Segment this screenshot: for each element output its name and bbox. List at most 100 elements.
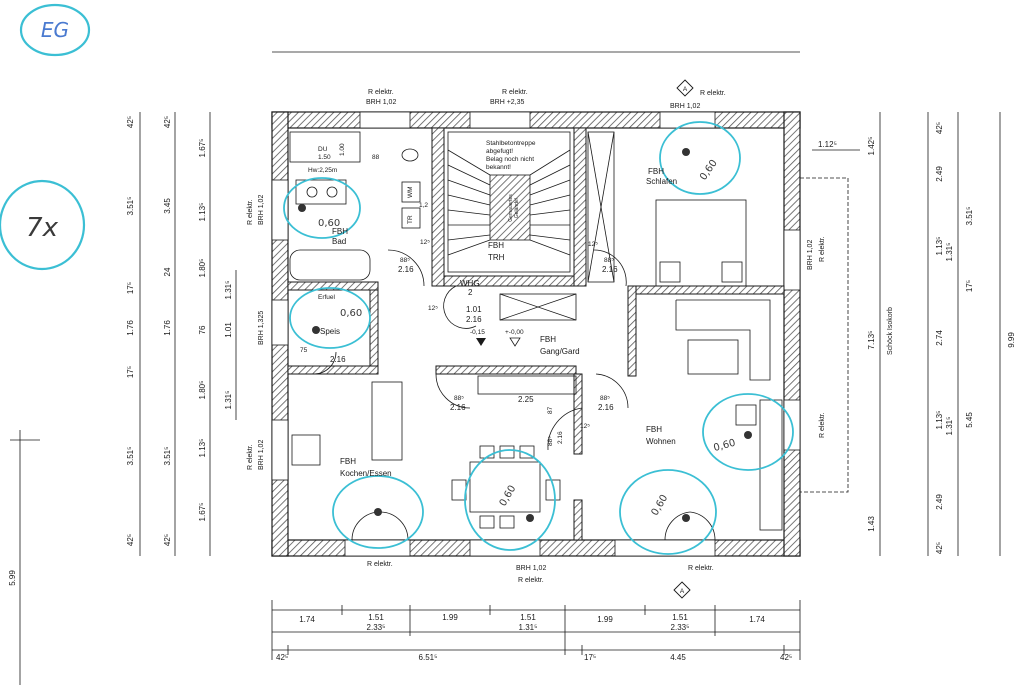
dim-left-total: 5.99: [8, 570, 17, 586]
dim-b1-3: 1.51: [520, 613, 536, 622]
dim-lb-3: 1.76: [163, 320, 172, 336]
bad-door-12: 12⁵: [420, 239, 430, 246]
dim-lc-3: 76: [198, 325, 207, 334]
left-dimensions: [10, 112, 237, 685]
dim-rb-2: 1.13⁵: [935, 237, 944, 256]
heating-circles: [283, 121, 794, 555]
dim-lb-0: 42⁵: [163, 116, 172, 128]
whg-door-h: 2.16: [466, 315, 482, 324]
room-whg-label: WHG: [460, 279, 480, 288]
room-wohnen-fbh: FBH: [646, 425, 662, 434]
room-wohnen-name: Wohnen: [646, 437, 676, 446]
svg-text:A: A: [680, 588, 685, 595]
elektr-left-kochen-2: BRH 1,02: [258, 440, 265, 470]
dim-la-5: 3.51⁵: [126, 447, 135, 466]
bad-door-h: 2.16: [398, 265, 414, 274]
multiplier-marker: 7x: [0, 179, 86, 271]
dim-b1-0: 1.74: [299, 615, 315, 624]
room-gang-fbh: FBH: [540, 335, 556, 344]
room-trh-fbh: FBH: [488, 241, 504, 250]
dim-lb-4: 3.51⁵: [163, 447, 172, 466]
schlafen-door-w: 88⁵: [604, 257, 614, 264]
dim-la-4: 17⁵: [126, 366, 135, 378]
dim-lc-1: 1.13⁵: [198, 203, 207, 222]
dim-rb-6: 1.31⁵: [945, 417, 954, 436]
dim-lc-5: 1.13⁵: [198, 439, 207, 458]
dim-rb-4: 2.74: [935, 330, 944, 346]
dim-la-3: 1.76: [126, 320, 135, 336]
bathroom-fixtures: [289, 131, 421, 281]
dim-lc-6: 1.67⁵: [198, 503, 207, 522]
erfuel-label: Erfuel: [318, 294, 336, 301]
room-kochen-fbh: FBH: [340, 457, 356, 466]
dim-rb-7: 2.49: [935, 494, 944, 510]
elektr-right-schlafen-2: R elektr.: [819, 236, 826, 262]
room-bad-name: Bad: [332, 237, 346, 246]
dim-lc-2: 1.80⁵: [198, 259, 207, 278]
dim-la-0: 42⁵: [126, 116, 135, 128]
stair-inner-2: Gelände!: [514, 198, 520, 218]
room-trh-name: TRH: [488, 253, 505, 262]
room-bad-fbh: FBH: [332, 227, 348, 236]
elektr-top-right-1: R elektr.: [700, 90, 726, 97]
stair: [447, 131, 571, 273]
dim-lc-4: 1.80⁵: [198, 381, 207, 400]
handwritten-speis: 0,60: [340, 308, 362, 319]
dim-b3-1: 6.51⁵: [419, 653, 438, 662]
dim-b3-3: 4.45: [670, 653, 686, 662]
dim-right-total: 9.99: [1007, 332, 1016, 348]
wm-label: WM: [407, 186, 414, 198]
speis-door-w: 75: [300, 347, 308, 354]
dim-b3-0: 42⁵: [276, 653, 288, 662]
kochen-door-w: 88⁵: [454, 395, 464, 402]
exterior-walls: [271, 111, 801, 557]
dim-b2-1: 1.31⁵: [519, 623, 538, 632]
door-swings: [313, 249, 716, 541]
whg-door-12: 12⁵: [428, 305, 438, 312]
dim-rb-3: 1.31⁵: [945, 243, 954, 262]
schlafen-door-h: 2.16: [602, 265, 618, 274]
level-whg: -0,15: [470, 329, 485, 336]
handwritten-wohnen-bottom: 0,60: [650, 493, 671, 518]
room-schlafen-name: Schlafen: [646, 177, 677, 186]
small-door-87: 87: [547, 406, 554, 414]
level-marker-gang: [509, 337, 521, 347]
dim-b1-5: 1.51: [672, 613, 688, 622]
level-marker-whg: [476, 338, 486, 346]
elektr-right-wohnen: R elektr.: [819, 412, 826, 438]
room-speis-name: Speis: [320, 327, 340, 336]
floor-tag-text: EG: [41, 18, 69, 42]
dim-lb-1: 3.45: [163, 198, 172, 214]
dim-b1-2: 1.99: [442, 613, 458, 622]
gard-width: 2.25: [518, 395, 534, 404]
right-dimensions: [812, 112, 1001, 556]
dim-b1-6: 1.74: [749, 615, 765, 624]
dim-rb-8: 42⁵: [935, 542, 944, 554]
dim-b2-2: 2.33⁵: [671, 623, 690, 632]
bad-width: 88: [372, 154, 380, 161]
dim-ld-0: 1.31⁵: [224, 281, 233, 300]
room-schlafen-fbh: FBH: [648, 167, 664, 176]
schlafen-door-12: 12⁵: [588, 241, 598, 248]
stair-note-2: abgefugt!: [486, 148, 513, 155]
wohnen-door-h: 2.16: [598, 403, 614, 412]
du-label: DU: [318, 146, 328, 153]
dim-ra-1: 1.42⁵: [867, 137, 876, 156]
dim-rc-2: 5.45: [965, 412, 974, 428]
handwritten-bad: 0,60: [318, 218, 340, 229]
level-gang: +-0,00: [505, 329, 524, 336]
dim-lb-5: 42⁵: [163, 534, 172, 546]
elektr-bottom-mid-1: BRH 1,02: [516, 565, 546, 572]
stair-rise: 1,2: [419, 202, 428, 209]
stair-note-1: Stahlbetontreppe: [486, 140, 536, 147]
dim-rb-1: 2.49: [935, 166, 944, 182]
schoeck-label: Schöck Isokorb: [887, 307, 894, 355]
dim-ld-2: 1.31⁵: [224, 391, 233, 410]
elektr-left-kochen-1: R elektr.: [247, 444, 254, 470]
bad-door-w: 88⁵: [400, 257, 410, 264]
elektr-right-schlafen-1: BRH 1,02: [807, 240, 814, 270]
elektr-top-mid-1: R elektr.: [502, 89, 528, 96]
elektr-top-right-2: BRH 1,02: [670, 103, 700, 110]
elektr-top-left-2: BRH 1,02: [366, 99, 396, 106]
